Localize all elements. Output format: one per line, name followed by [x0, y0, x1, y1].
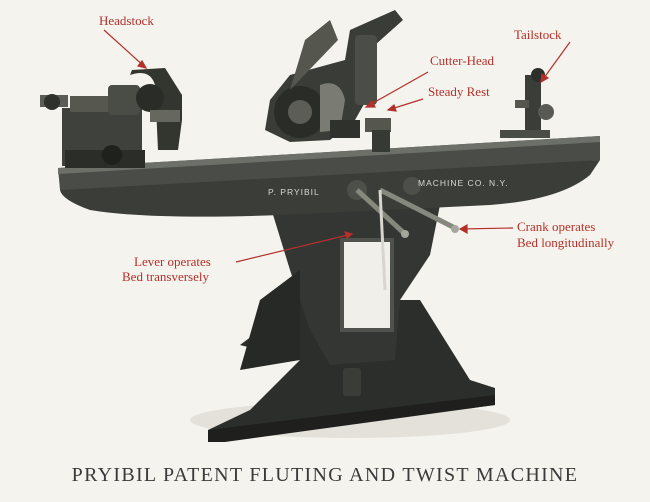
lever-label-line2: Bed transversely [122, 269, 210, 284]
lever-label-line1: Lever operates [134, 254, 211, 269]
nameplate-right: MACHINE CO. N.Y. [418, 178, 508, 188]
callout-lines [103, 29, 571, 263]
tailstock-assembly [500, 68, 554, 138]
lever-and-crank [347, 177, 459, 291]
tailstock-label: Tailstock [514, 27, 562, 42]
headstock-label: Headstock [99, 13, 154, 28]
nameplate-left: P. PRYIBIL [268, 187, 320, 197]
steady-rest-label: Steady Rest [428, 84, 490, 99]
crank-callout-line [459, 227, 514, 230]
cutter-head-label: Cutter-Head [430, 53, 494, 68]
headstock-assembly [40, 68, 182, 168]
cutter-head-assembly [265, 10, 403, 142]
foot-bolt [343, 368, 361, 396]
tailstock-callout-line [540, 41, 571, 83]
headstock-callout-line [103, 29, 147, 69]
crank-label-line1: Crank operates [517, 219, 596, 234]
cutter-head-callout-line [365, 71, 429, 108]
lever-callout-line [235, 233, 353, 263]
page-caption: PRYIBIL PATENT FLUTING AND TWIST MACHINE [71, 464, 579, 486]
steady-rest-assembly [365, 118, 391, 152]
pedestal-window [342, 240, 392, 330]
crank-label-line2: Bed longitudinally [517, 235, 615, 250]
